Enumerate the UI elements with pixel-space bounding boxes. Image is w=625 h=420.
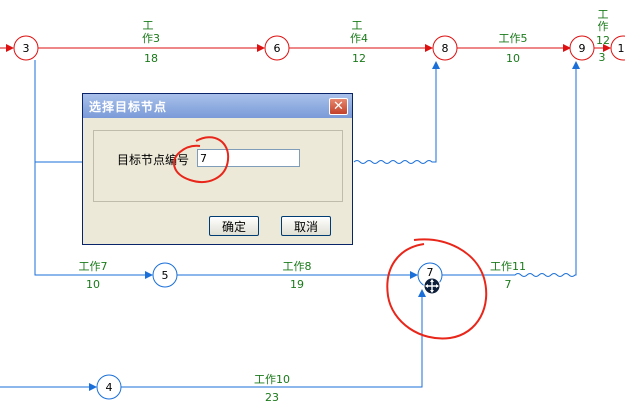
svg-text:7: 7 — [427, 266, 434, 279]
activity-4-duration: 12 — [352, 52, 366, 65]
ok-button[interactable]: 确定 — [209, 216, 259, 236]
activity-3-name-a: 工 — [143, 19, 154, 32]
activity-3-duration: 18 — [144, 52, 158, 65]
node-5[interactable]: 5 — [152, 262, 178, 288]
edge-3-to-5 — [34, 60, 153, 279]
activity-3-name-b: 作3 — [142, 32, 160, 45]
svg-text:3: 3 — [23, 42, 30, 55]
cancel-button[interactable]: 取消 — [281, 216, 331, 236]
svg-text:5: 5 — [162, 269, 169, 282]
svg-text:4: 4 — [106, 381, 113, 394]
dialog-titlebar[interactable]: 选择目标节点 ✕ — [83, 94, 352, 118]
move-cursor-icon — [423, 277, 441, 295]
close-button[interactable]: ✕ — [329, 97, 348, 115]
activity-8-name: 工作8 — [283, 260, 312, 273]
activity-5-name: 工作5 — [499, 32, 528, 45]
svg-text:9: 9 — [579, 42, 586, 55]
dialog-group-box — [93, 130, 343, 202]
node-6[interactable]: 6 — [264, 35, 290, 61]
target-node-number-input[interactable] — [197, 149, 300, 167]
activity-11-duration: 7 — [505, 278, 512, 291]
activity-5-duration: 10 — [506, 52, 520, 65]
target-node-number-label: 目标节点编号 — [117, 153, 190, 167]
edge-4-to-7 — [121, 289, 426, 388]
annotation-circle-node-7 — [386, 238, 488, 340]
close-icon: ✕ — [333, 98, 344, 114]
activity-7-name: 工作7 — [79, 260, 108, 273]
edge-7-to-9-wavy — [442, 61, 580, 277]
svg-text:8: 8 — [442, 42, 449, 55]
node-1[interactable]: 1 — [610, 35, 625, 61]
activity-7-duration: 10 — [86, 278, 100, 291]
node-9[interactable]: 9 — [569, 35, 595, 61]
activity-12-name-c: 12 — [596, 34, 610, 47]
activity-8-duration: 19 — [290, 278, 304, 291]
dialog-title: 选择目标节点 — [89, 99, 168, 114]
svg-text:1: 1 — [618, 42, 625, 55]
activity-11-name: 工作11 — [490, 260, 526, 273]
activity-10-duration: 23 — [265, 391, 279, 404]
activity-12-name-a: 工 — [598, 8, 609, 21]
edge-to-8-wavy — [353, 61, 440, 164]
node-3[interactable]: 3 — [13, 35, 39, 61]
activity-10-name: 工作10 — [254, 373, 290, 386]
activity-4-name-a: 工 — [352, 19, 363, 32]
node-4[interactable]: 4 — [96, 374, 122, 400]
svg-text:6: 6 — [274, 42, 281, 55]
activity-12-name-b: 作 — [598, 20, 609, 33]
node-8[interactable]: 8 — [432, 35, 458, 61]
activity-12-duration: 3 — [599, 51, 606, 64]
activity-4-name-b: 作4 — [350, 32, 368, 45]
select-target-node-dialog: 选择目标节点 ✕ 目标节点编号 确定 取消 — [82, 93, 353, 245]
